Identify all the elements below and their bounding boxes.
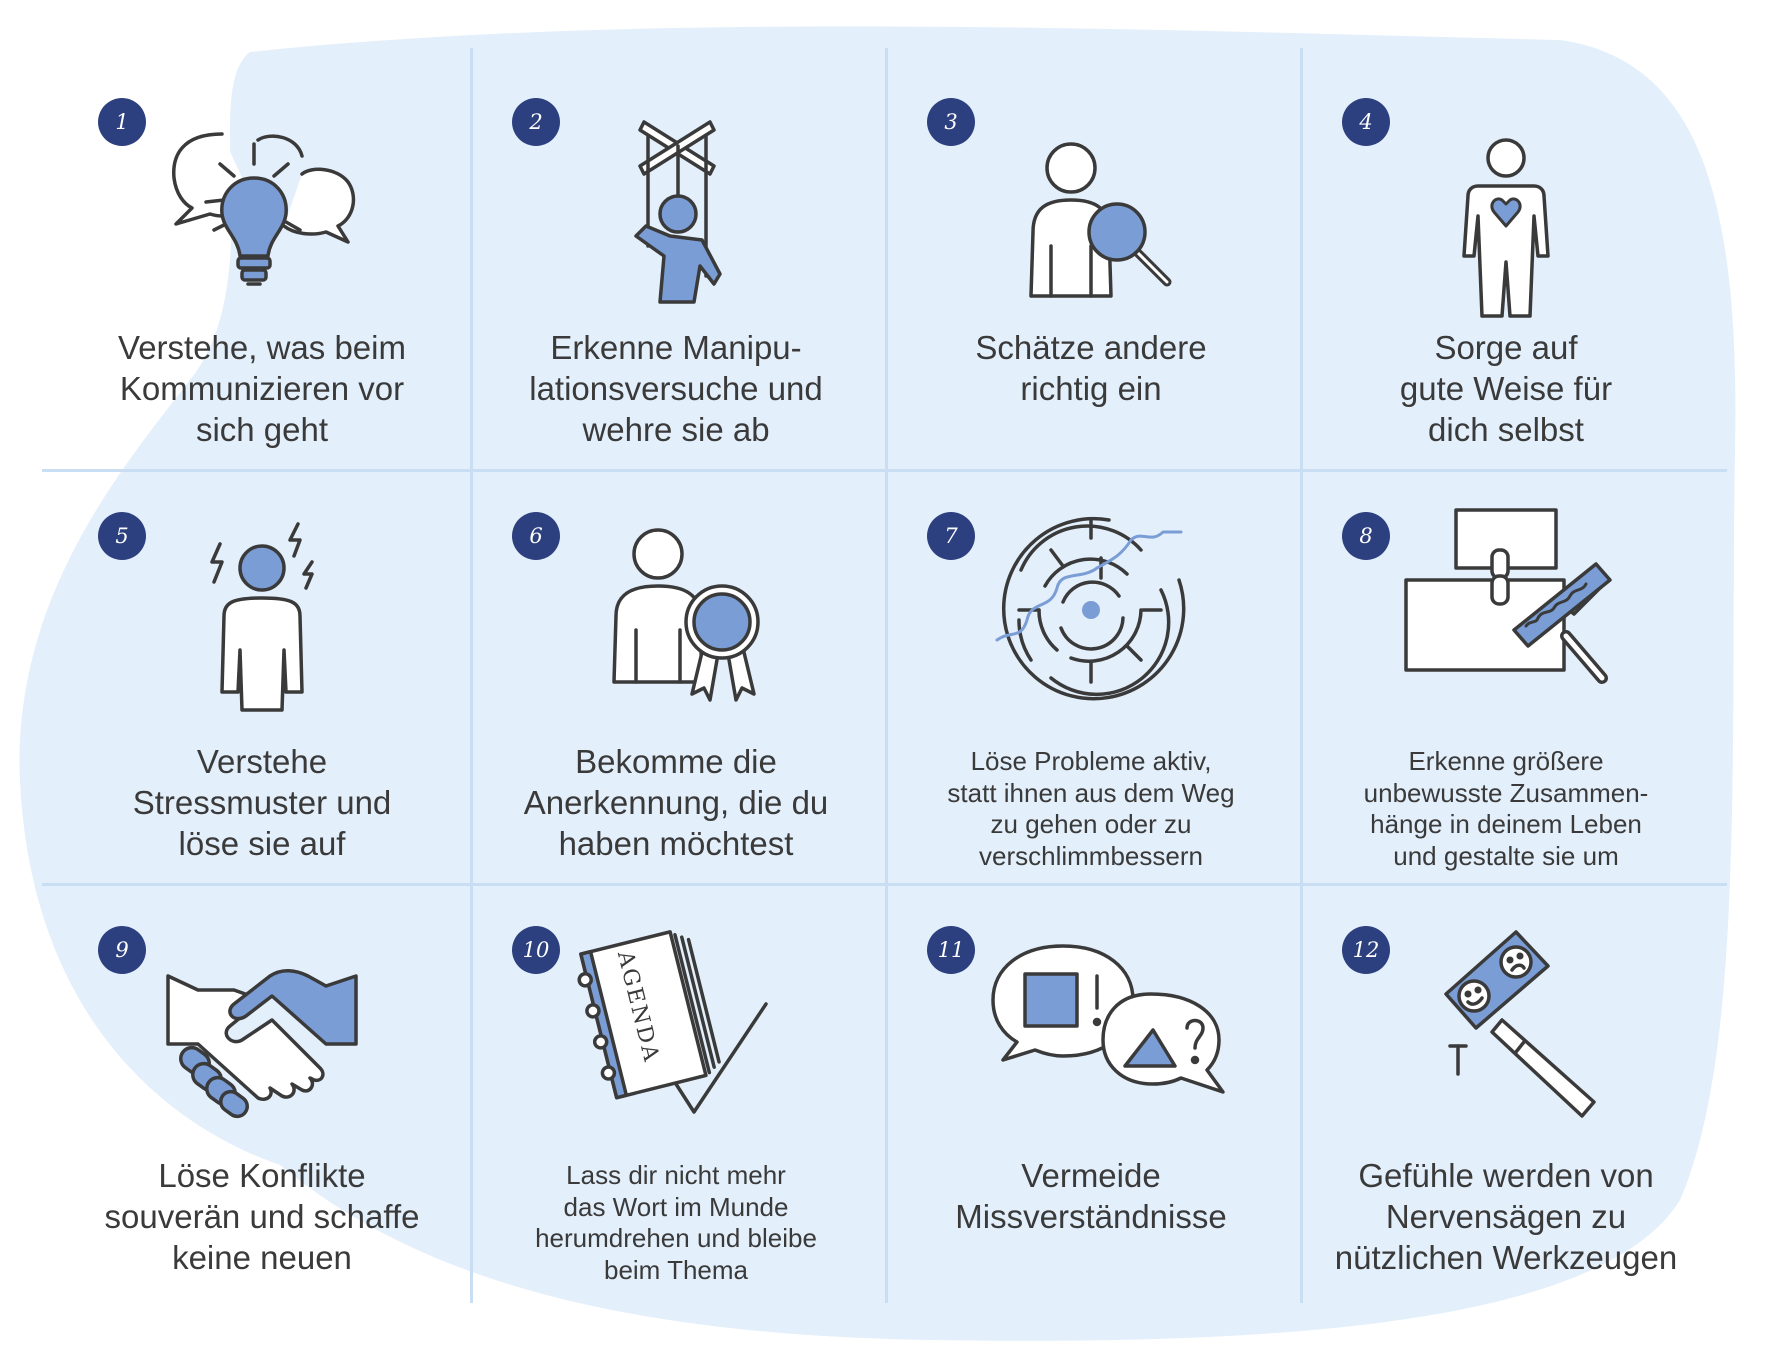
maze-icon [991,510,1191,710]
tile-3: 3 Schätze andere richtig ein [885,56,1297,468]
tile-5: 5 Verstehe Stressmuster und löse sie auf [56,470,468,882]
tile-4: 4 Sorge auf gute Weise für dich selbst [1300,56,1712,468]
tile-12: 12 Gefühle werden von Nervensägen zu nüt… [1300,884,1712,1296]
number-badge: 4 [1342,98,1390,146]
tile-label: Verstehe Stressmuster und löse sie auf [132,743,392,862]
tile-label: Erkenne Manipu- lationsversuche und wehr… [529,329,823,448]
person-magnifier-icon [991,96,1191,298]
tile-label: Lass dir nicht mehr das Wort im Munde he… [535,1160,817,1286]
lightbulb-speech-bubbles-icon [162,96,362,296]
number-badge: 6 [512,512,560,560]
tile-label: Löse Probleme aktiv, statt ihnen aus dem… [947,746,1235,872]
tile-label: Bekomme die Anerkennung, die du haben mö… [523,743,829,862]
person-heart-icon [1406,96,1606,318]
tile-label: Löse Konflikte souverän und schaffe kein… [104,1157,420,1276]
handshake-icon [162,924,362,1124]
tile-1: 1 Verstehe, was beim Kommunizieren vor s… [56,56,468,468]
number-badge: 7 [927,512,975,560]
tile-11: 11 Vermeide Missverständnisse [885,884,1297,1296]
number-badge: 5 [98,512,146,560]
grid-divider [1300,48,1303,1303]
tile-7: 7 Löse Probleme aktiv, statt ihnen aus d… [885,470,1297,882]
speech-bubbles-shapes-icon [991,924,1225,1124]
number-badge: 10 [512,926,560,974]
hammer-emotions-icon [1406,924,1606,1124]
tile-label: Verstehe, was beim Kommunizieren vor sic… [118,329,406,448]
grid-divider [885,48,888,1303]
number-badge: 11 [927,926,975,974]
chain-paint-roller-icon [1404,508,1612,710]
agenda-checkmark-icon: AGENDA [576,924,776,1124]
tile-2: 2 Erkenne Manipu- lationsversuche und we… [470,56,882,468]
number-badge: 9 [98,926,146,974]
grid-divider [42,469,1727,472]
tile-9: 9 Löse Konflikte souverän und schaffe ke… [56,884,468,1296]
grid-divider [42,883,1727,886]
grid-divider [470,48,473,1303]
tile-8: 8 Erkenne größere unbewusste Zusammen- h… [1300,470,1712,882]
tile-label: Sorge auf gute Weise für dich selbst [1399,329,1613,448]
marionette-puppet-icon [576,96,776,304]
person-award-rosette-icon [576,510,776,710]
tile-label: Erkenne größere unbewusste Zusammen- hän… [1363,746,1649,872]
tile-6: 6 Bekomme die Anerkennung, die du haben … [470,470,882,882]
number-badge: 12 [1342,926,1390,974]
number-badge: 2 [512,98,560,146]
number-badge: 1 [98,98,146,146]
number-badge: 3 [927,98,975,146]
tile-label: Vermeide Missverständnisse [955,1157,1227,1235]
tile-label: Gefühle werden von Nervensägen zu nützli… [1334,1157,1678,1276]
stressed-person-lightning-icon [162,510,362,712]
tile-10: 10 AGENDA Lass dir nicht mehr das Wort i… [470,884,882,1296]
tile-label: Schätze andere richtig ein [975,329,1207,407]
number-badge: 8 [1342,512,1390,560]
